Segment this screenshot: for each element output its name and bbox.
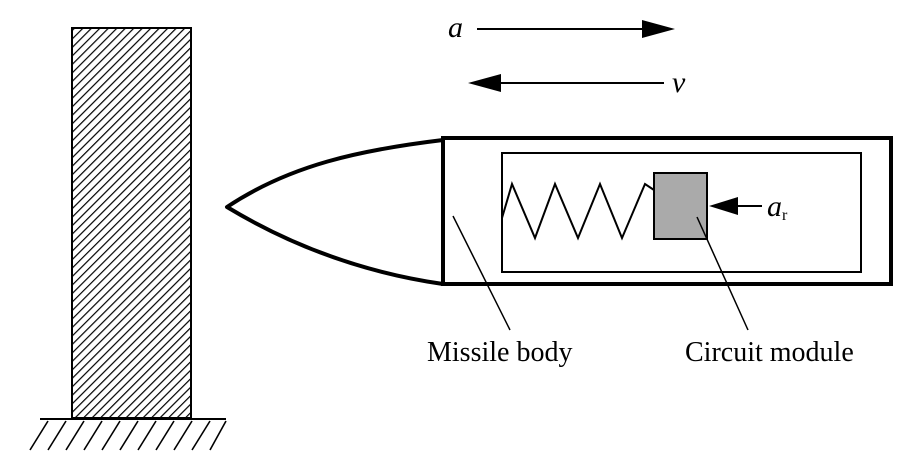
relative-acceleration-base: a — [767, 190, 782, 223]
inner-housing — [501, 152, 862, 273]
circuit-module-label: Circuit module — [685, 337, 854, 368]
ground — [29, 418, 227, 451]
acceleration-label: a — [448, 11, 463, 44]
target-wall — [71, 27, 192, 419]
relative-acceleration-label: ar — [767, 190, 788, 224]
relative-acceleration-arrow — [709, 197, 762, 215]
relative-acceleration-subscript: r — [782, 207, 788, 224]
velocity-arrow — [468, 74, 664, 92]
spring — [501, 181, 655, 241]
circuit-module-leader — [696, 216, 749, 331]
velocity-label: v — [672, 66, 686, 99]
missile-body-outline — [441, 136, 893, 286]
missile-body-label: Missile body — [427, 337, 572, 368]
missile-body-leader — [452, 215, 511, 331]
acceleration-arrow — [477, 20, 675, 38]
circuit-module — [653, 172, 708, 240]
missile-nose — [225, 138, 444, 286]
